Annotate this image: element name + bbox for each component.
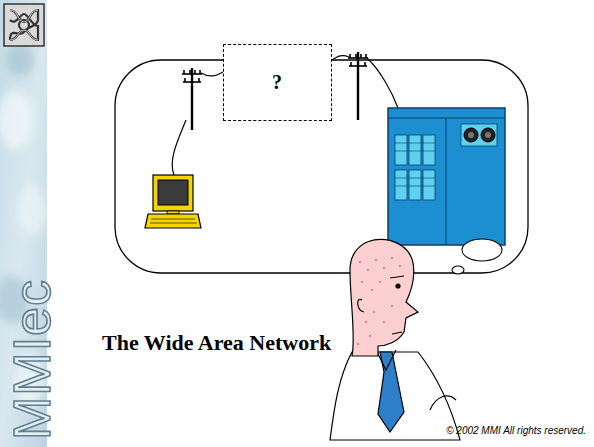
thinking-man: [330, 239, 460, 440]
copyright-note: © 2002 MMI All rights reserved.: [446, 425, 586, 436]
slide-title: The Wide Area Network: [102, 330, 331, 356]
right-pole: [348, 52, 368, 120]
logo-wordmark: MMIec: [2, 279, 62, 440]
control-cabinet: [388, 108, 505, 245]
node-text: ?: [272, 71, 282, 94]
skin-dots: [357, 257, 401, 345]
unknown-link-box: ?: [223, 44, 332, 121]
computer-icon: [145, 175, 201, 228]
knot-logo: [4, 4, 44, 46]
left-pole: [182, 68, 202, 130]
thought-bubble: [452, 239, 502, 274]
